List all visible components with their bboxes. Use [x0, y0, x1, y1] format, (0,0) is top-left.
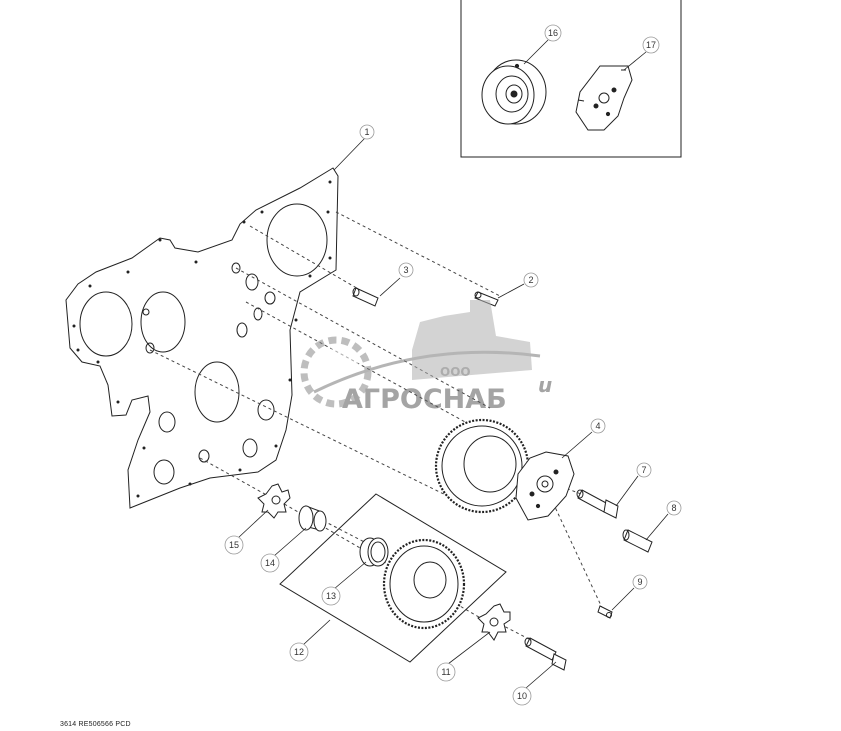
inset-detail-box	[460, 0, 682, 158]
callout-15: 15	[224, 535, 244, 555]
part-16-pulley	[481, 59, 547, 125]
svg-text:8: 8	[671, 503, 676, 513]
part-12-gear	[382, 538, 466, 630]
svg-text:17: 17	[646, 40, 656, 50]
part-9-screw	[597, 605, 613, 619]
svg-text:15: 15	[229, 540, 239, 550]
callout-9: 9	[632, 574, 648, 590]
callout-8: 8	[666, 500, 682, 516]
watermark-company-name: АГРОСНАБ	[342, 384, 507, 415]
svg-text:2: 2	[528, 275, 533, 285]
callout-7: 7	[636, 462, 652, 478]
svg-text:9: 9	[637, 577, 642, 587]
leader-lines	[237, 39, 669, 689]
watermark-gear-icon	[300, 336, 372, 408]
callout-16: 16	[544, 24, 562, 42]
callout-14: 14	[260, 553, 280, 573]
part-2-dowel-pin	[474, 291, 499, 307]
svg-text:7: 7	[641, 465, 646, 475]
svg-text:14: 14	[265, 558, 275, 568]
part-4-thrust-plate	[515, 451, 575, 521]
part-3-dowel-pin	[352, 287, 379, 307]
callout-3: 3	[398, 262, 414, 278]
part-13-bearing	[359, 537, 389, 567]
part-11-star-washer	[477, 603, 511, 641]
idler-gear-large	[434, 418, 530, 514]
part-15-star-washer	[257, 483, 291, 519]
svg-text:4: 4	[595, 421, 600, 431]
part-8-pin	[622, 529, 653, 553]
svg-text:10: 10	[517, 691, 527, 701]
part-14-bushing	[298, 505, 327, 532]
svg-text:1: 1	[364, 127, 369, 137]
callout-4: 4	[590, 418, 606, 434]
svg-text:16: 16	[548, 28, 558, 38]
callout-2: 2	[523, 272, 539, 288]
part-7-bolt	[576, 489, 619, 519]
part-1-front-plate	[65, 167, 339, 509]
watermark-prefix: ООО	[440, 365, 471, 379]
svg-text:11: 11	[441, 667, 450, 677]
watermark-tractor-icon	[412, 300, 532, 380]
part-17-plate	[575, 65, 633, 131]
callout-1: 1	[359, 124, 375, 140]
svg-text:13: 13	[326, 591, 336, 601]
callout-17: 17	[642, 36, 660, 54]
callout-11: 11	[436, 662, 456, 682]
watermark: ООО АГРОСНАБ u	[300, 300, 552, 415]
watermark-suffix: u	[538, 373, 552, 397]
callout-12: 12	[289, 642, 309, 662]
diagram-reference-code: 3614 RE506566 PCD	[60, 721, 131, 728]
part-12-group-outline	[279, 493, 507, 663]
part-10-bolt	[524, 637, 567, 671]
svg-text:3: 3	[403, 265, 408, 275]
svg-text:12: 12	[294, 647, 304, 657]
callout-13: 13	[321, 586, 341, 606]
callout-10: 10	[512, 686, 532, 706]
